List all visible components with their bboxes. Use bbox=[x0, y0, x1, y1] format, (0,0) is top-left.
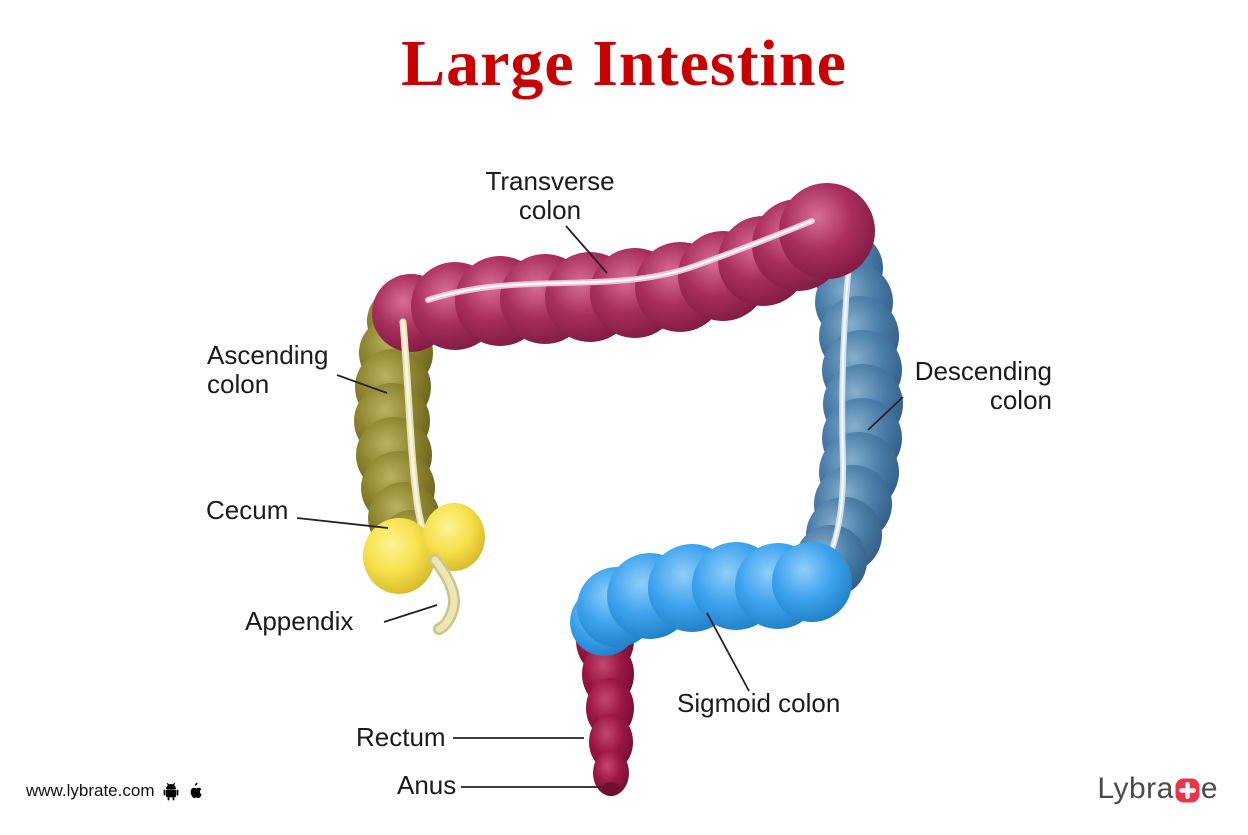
transverse-colon-tenia-line bbox=[425, 218, 815, 303]
sigmoid-colon-label: Sigmoid colon bbox=[677, 688, 841, 718]
sigmoid-colon-leader-line bbox=[706, 612, 750, 692]
transverse-colon-label: Transverse colon bbox=[485, 166, 615, 226]
cecum-leader-line bbox=[296, 517, 389, 529]
lybrate-cross-icon bbox=[1175, 778, 1200, 803]
transverse-colon-leader-line bbox=[565, 225, 608, 274]
website-url: www.lybrate.com bbox=[26, 781, 155, 800]
footer-left: www.lybrate.com bbox=[26, 781, 203, 801]
ascending-colon-label: Ascending colon bbox=[207, 340, 329, 400]
anus-label: Anus bbox=[397, 770, 457, 800]
leader-lines bbox=[296, 225, 904, 788]
appendix-shape bbox=[429, 554, 460, 635]
page-title: Large Intestine bbox=[401, 27, 847, 100]
lybrate-logo-text-pre: Lybra bbox=[1097, 772, 1174, 805]
rectum-label: Rectum bbox=[356, 722, 446, 752]
rectum-shape bbox=[576, 605, 634, 796]
descending-colon-tenia-line bbox=[824, 259, 852, 564]
ascending-colon-leader-line bbox=[336, 374, 388, 394]
descending-colon-leader-line bbox=[867, 396, 904, 431]
lybrate-logo-text-post: e bbox=[1200, 772, 1218, 805]
cecum-shape bbox=[363, 503, 485, 594]
descending-colon-label: Descending colon bbox=[914, 356, 1052, 416]
appendix-leader-line bbox=[383, 604, 438, 623]
anus-shape bbox=[602, 782, 620, 796]
apple-icon bbox=[188, 782, 203, 800]
lybrate-logo: Lybra e bbox=[1097, 772, 1218, 806]
android-icon bbox=[163, 782, 179, 801]
sigmoid-colon-shape bbox=[570, 542, 852, 656]
appendix-label: Appendix bbox=[245, 606, 354, 636]
cecum-label: Cecum bbox=[206, 495, 289, 525]
transverse-colon-shape bbox=[372, 183, 875, 352]
